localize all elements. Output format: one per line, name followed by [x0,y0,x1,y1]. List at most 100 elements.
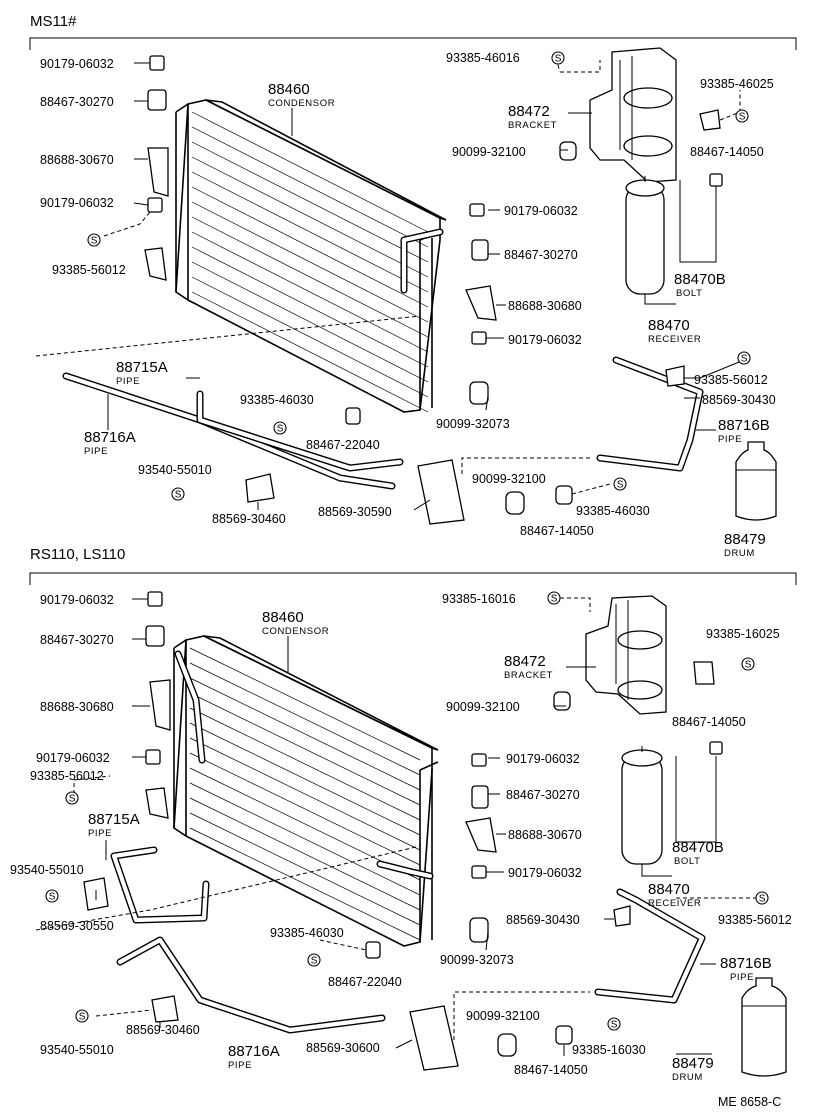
condenser-fin [191,231,429,353]
drum-ms11 [735,441,777,521]
s-symbol-letter: S [175,490,182,501]
part-name-receiver: RECEIVER [648,898,701,909]
part-90179-06032: 90179-06032 [506,752,580,766]
receiver-ms11 [625,176,665,295]
part-90179-06032: 90179-06032 [40,57,114,71]
part-93385-56012: 93385-56012 [30,769,104,783]
part-name-condensor: CONDENSOR [268,98,335,109]
condenser-fin [191,186,429,308]
s-symbol-circle [273,421,287,435]
part-ref-88716a: 88716A [228,1043,280,1060]
s-symbol-letter: S [277,424,284,435]
pipe-condenser-rs110 [376,860,434,880]
condenser-fin [191,216,429,338]
footer-code: ME 8658-C [718,1095,781,1109]
part-name-receiver: RECEIVER [648,334,701,345]
s-symbol-letter: S [551,594,558,605]
pipe-88715a-rs110 [110,650,210,924]
part-93385-16025: 93385-16025 [706,627,780,641]
condenser-fin [189,782,421,896]
part-name-pipe: PIPE [84,446,108,457]
s-symbol-letter: S [745,660,752,671]
part-93385-46030: 93385-46030 [576,504,650,518]
part-88467-22040: 88467-22040 [328,975,402,989]
part-88688-30680: 88688-30680 [508,299,582,313]
condenser-fin [191,141,429,263]
s-symbol-circle [755,891,769,905]
part-88467-30270: 88467-30270 [40,95,114,109]
s-symbol-circle [741,657,755,671]
s-symbol-circle [171,487,185,501]
part-93385-56012: 93385-56012 [718,913,792,927]
s-symbol-circle [65,791,79,805]
bolt-parts-ms11 [144,55,723,525]
labels-ms11: 90179-06032 88467-30270 88688-30670 9017… [40,51,776,559]
part-name-pipe: PIPE [718,434,742,445]
part-name-bolt: BOLT [676,288,703,299]
condenser-fin [189,707,421,821]
part-88467-14050: 88467-14050 [690,145,764,159]
part-88467-14050: 88467-14050 [672,715,746,729]
pipe-88716a-ms11 [62,372,404,490]
part-93385-56012: 93385-56012 [52,263,126,277]
part-90099-32100: 90099-32100 [452,145,526,159]
s-symbol-circle [307,953,321,967]
part-90099-32100: 90099-32100 [472,472,546,486]
s-symbol-letter: S [49,892,56,903]
section-frame-ms11 [29,37,797,50]
condenser-rs110 [173,635,439,947]
s-symbol-letter: S [311,956,318,967]
condenser-fin [189,692,421,806]
condenser-fin [189,827,421,941]
condenser-fin [189,677,421,791]
s-symbol-letter: S [555,54,562,65]
part-93385-16030: 93385-16030 [572,1043,646,1057]
bracket-ms11 [589,47,677,183]
labels-rs110: 90179-06032 88467-30270 88460 CONDENSOR … [10,592,792,1083]
part-ref-88472: 88472 [508,103,550,120]
part-ref-88716b: 88716B [718,417,770,434]
s-symbol-letter: S [611,1020,618,1031]
part-ref-88470: 88470 [648,317,690,334]
part-90179-06032: 90179-06032 [508,333,582,347]
s-symbol-circle [87,233,101,247]
part-90179-06032: 90179-06032 [36,751,110,765]
condenser-fin [189,647,421,761]
part-88569-30460: 88569-30460 [126,1023,200,1037]
part-88569-30430: 88569-30430 [506,913,580,927]
part-ref-88460: 88460 [262,609,304,626]
part-ref-88472: 88472 [504,653,546,670]
s-symbol-circle [735,109,749,123]
part-name-drum: DRUM [672,1072,703,1083]
part-88569-30460: 88569-30460 [212,512,286,526]
s-symbol-letter: S [759,894,766,905]
section-frame-rs110 [29,572,797,585]
condenser-fin [191,246,429,368]
part-90179-06032: 90179-06032 [508,866,582,880]
condenser-fin [191,171,429,293]
pipe-88716a-rs110 [116,936,386,1034]
s-symbol-letter: S [69,794,76,805]
part-88569-30600: 88569-30600 [306,1041,380,1055]
section-title-ms11: MS11# [30,13,77,30]
part-88688-30680: 88688-30680 [40,700,114,714]
part-88569-30550: 88569-30550 [40,919,114,933]
part-name-bracket: BRACKET [508,120,557,131]
part-93540-55010: 93540-55010 [10,863,84,877]
part-name-pipe: PIPE [228,1060,252,1071]
part-88467-14050: 88467-14050 [514,1063,588,1077]
part-93385-46030: 93385-46030 [240,393,314,407]
pipe-88716b-ms11 [596,356,704,472]
condenser-fin [189,752,421,866]
part-ref-88479: 88479 [724,531,766,548]
part-88467-14050: 88467-14050 [520,524,594,538]
s-symbol-letter: S [617,480,624,491]
part-90099-32100: 90099-32100 [446,700,520,714]
condenser-fin [189,662,421,776]
part-88569-30430: 88569-30430 [702,393,776,407]
part-88467-30270: 88467-30270 [506,788,580,802]
leader-lines-rs110 [35,597,756,1056]
part-88688-30670: 88688-30670 [508,828,582,842]
part-90179-06032: 90179-06032 [40,196,114,210]
